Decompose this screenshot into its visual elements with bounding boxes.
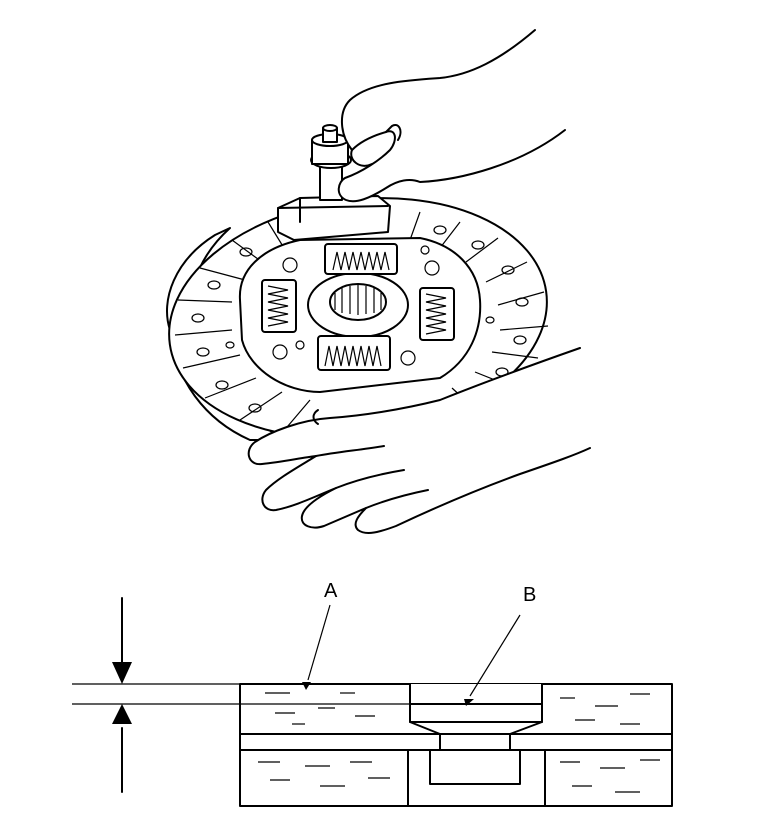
rivet-cross-section: A B <box>72 580 673 807</box>
lower-hand <box>247 347 591 534</box>
damper-spring-right <box>419 287 455 341</box>
damper-spring-bottom <box>317 335 391 371</box>
label-b: B <box>523 584 536 606</box>
material-hatch <box>258 692 660 793</box>
leader-a <box>307 604 331 681</box>
leader-b <box>469 614 521 697</box>
label-a: A <box>324 580 338 602</box>
rivet-recess <box>409 683 543 735</box>
damper-spring-left <box>261 279 297 333</box>
clutch-disc-illustration <box>166 29 591 534</box>
upper-hand <box>337 29 566 203</box>
damper-spring-top <box>324 243 398 275</box>
